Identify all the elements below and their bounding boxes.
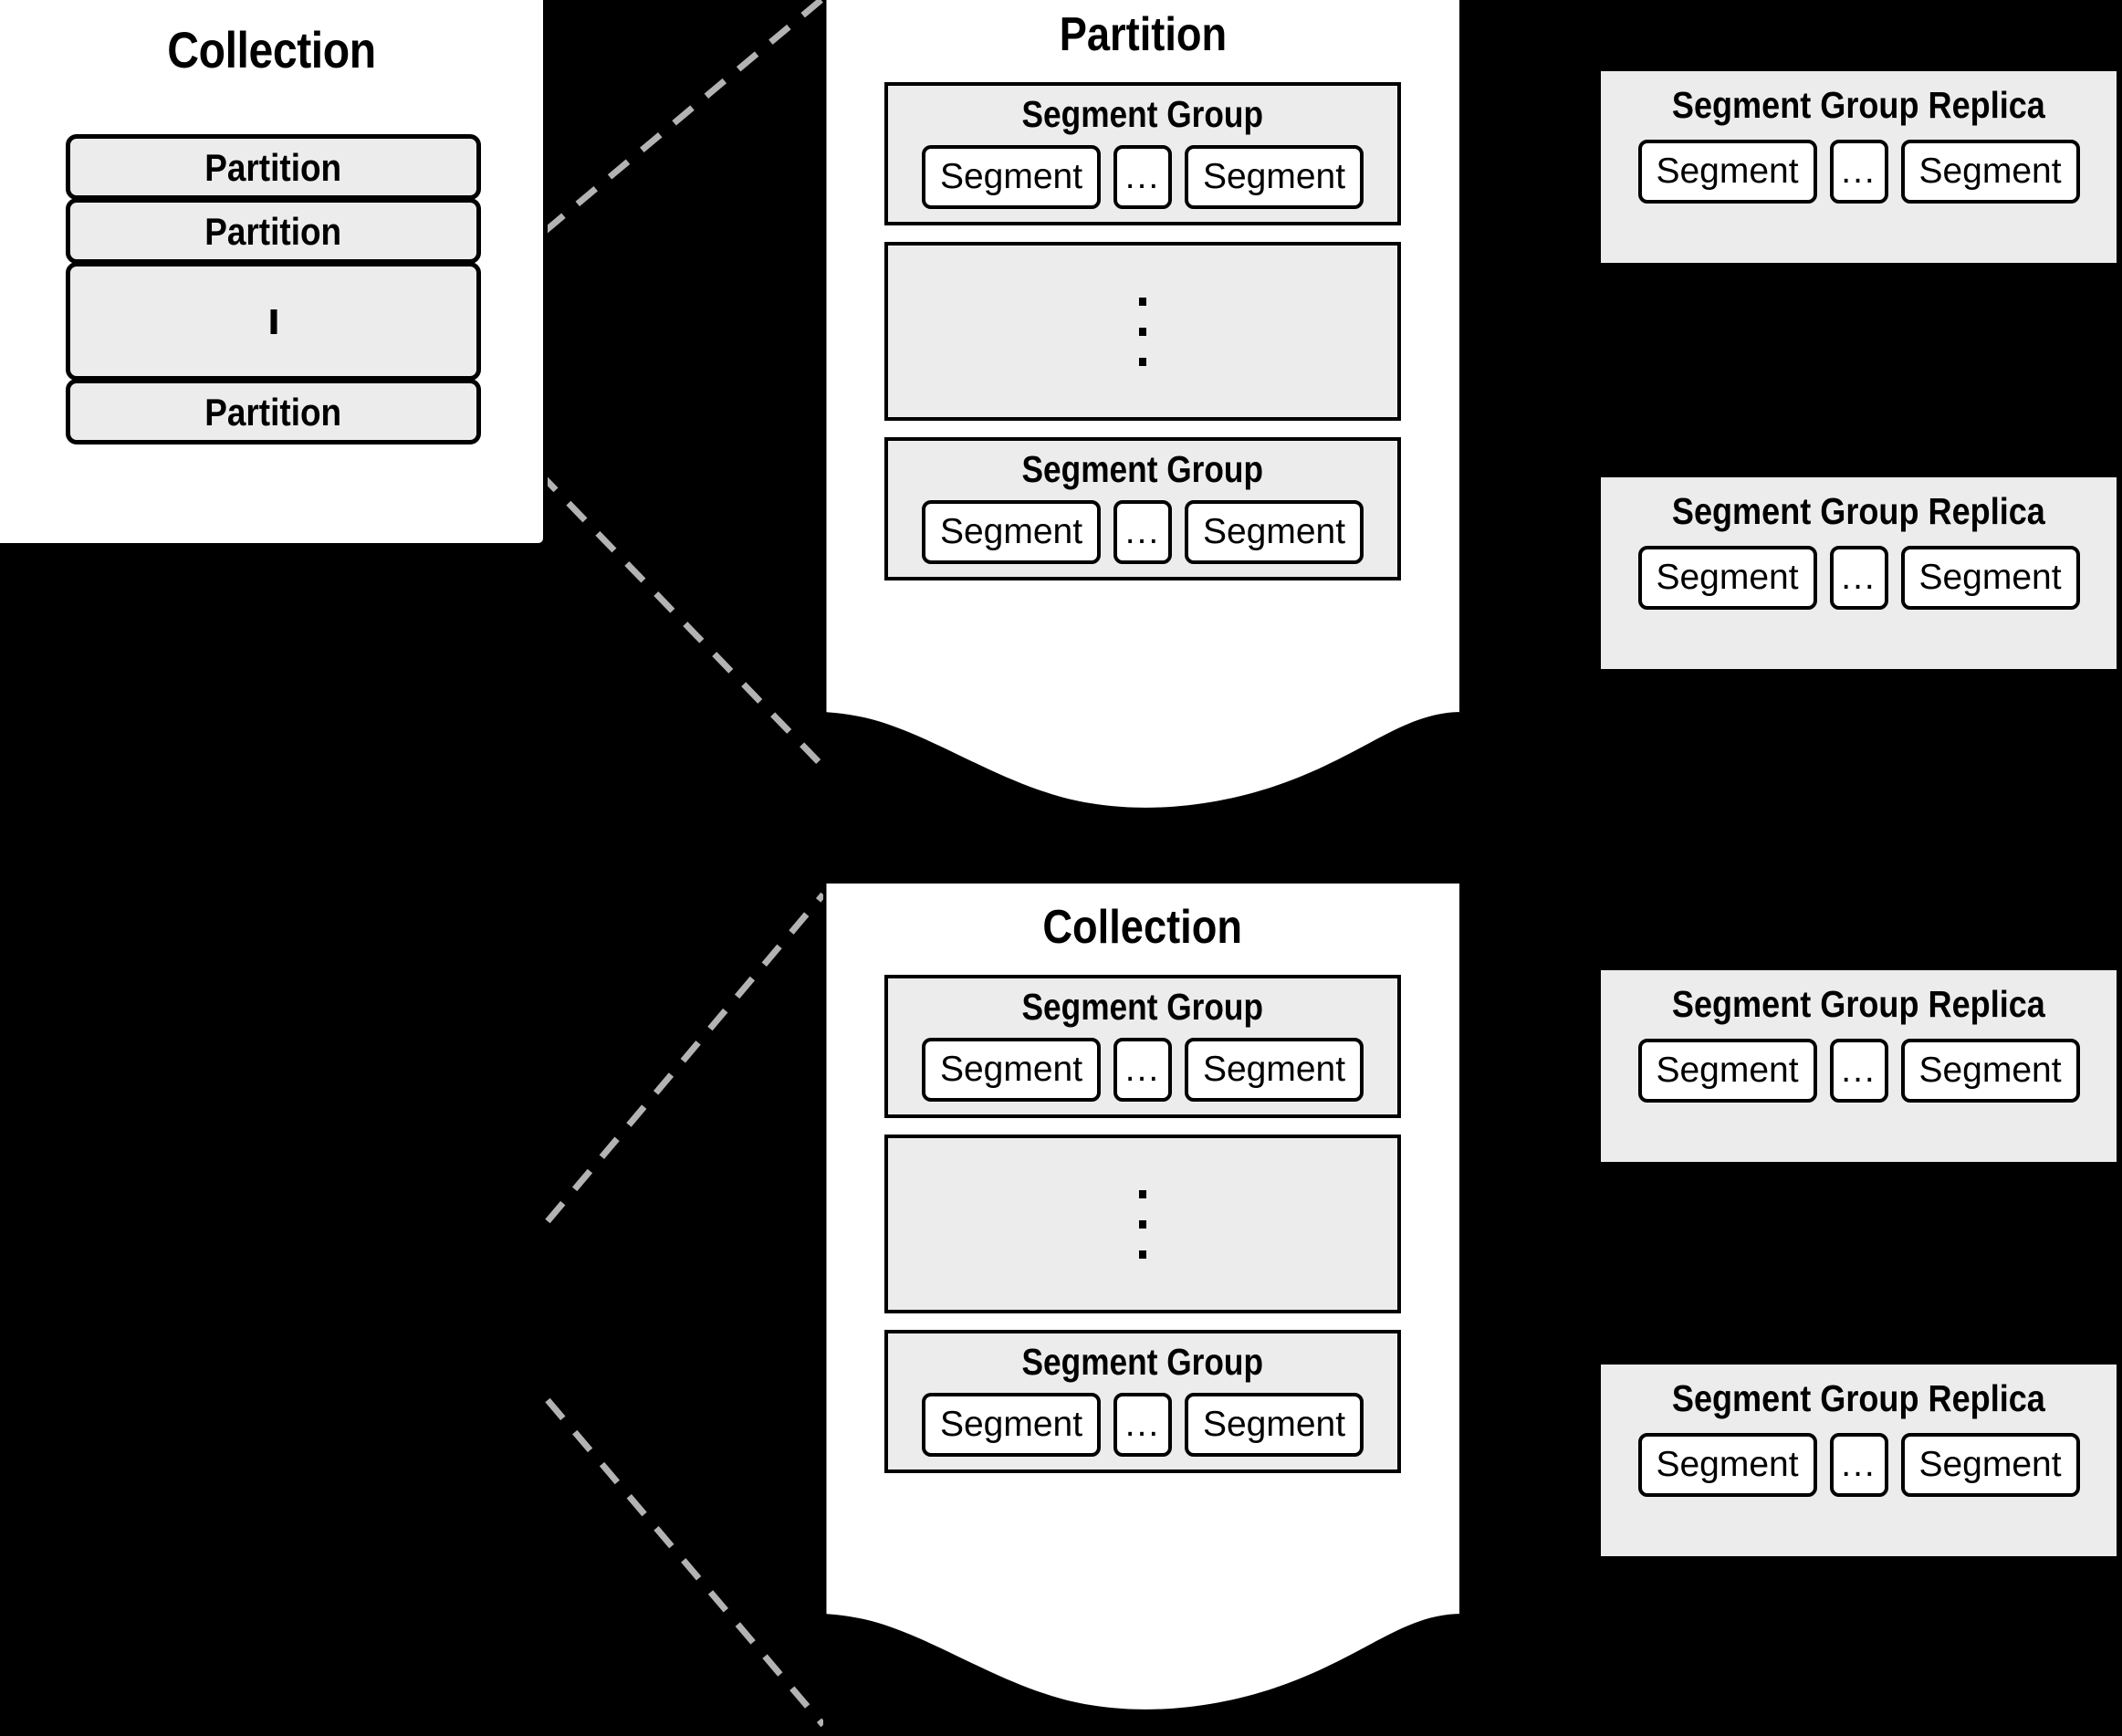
segment-group-replica-title: Segment Group Replica — [1671, 84, 2045, 126]
segment-group[interactable]: Segment Group Segment ... Segment — [884, 82, 1401, 225]
partition-detail-content: Partition Segment Group Segment ... Segm… — [823, 0, 1462, 580]
segment-ellipsis: ... — [1829, 140, 1888, 204]
collection-panel-title: Collection — [167, 21, 376, 78]
partition-list: Partition Partition Partition — [66, 134, 481, 444]
segment-ellipsis: ... — [1113, 1038, 1172, 1102]
segment-box[interactable]: Segment — [1900, 140, 2080, 204]
collection-detail-title: Collection — [1042, 901, 1243, 954]
segment-group-title: Segment Group — [1021, 93, 1264, 135]
vertical-ellipsis-icon — [1139, 297, 1146, 366]
segment-group-ellipsis — [884, 242, 1401, 421]
segment-row: Segment ... Segment — [888, 500, 1397, 564]
partition-detail-title: Partition — [1059, 8, 1227, 61]
segment-box[interactable]: Segment — [1185, 145, 1364, 209]
segment-ellipsis: ... — [1113, 145, 1172, 209]
segment-group-replica-title: Segment Group Replica — [1671, 490, 2045, 532]
collection-panel: Collection Partition Partition Partition — [0, 0, 548, 548]
segment-row: Segment ... Segment — [1601, 140, 2117, 204]
segment-group[interactable]: Segment Group Segment ... Segment — [884, 975, 1401, 1118]
segment-group-replica[interactable]: Segment Group Replica Segment ... Segmen… — [1601, 477, 2117, 669]
segment-group-replica-title: Segment Group Replica — [1671, 983, 2045, 1025]
segment-box[interactable]: Segment — [1185, 1393, 1364, 1457]
segment-row: Segment ... Segment — [888, 145, 1397, 209]
segment-group[interactable]: Segment Group Segment ... Segment — [884, 437, 1401, 580]
segment-group-title: Segment Group — [1021, 986, 1264, 1028]
segment-box[interactable]: Segment — [1637, 140, 1817, 204]
collection-detail-panel: Collection Segment Group Segment ... Seg… — [823, 884, 1462, 1736]
segment-row: Segment ... Segment — [1601, 1039, 2117, 1103]
vertical-ellipsis-icon — [269, 309, 277, 334]
vertical-ellipsis-icon — [1139, 1189, 1146, 1259]
segment-group-replica[interactable]: Segment Group Replica Segment ... Segmen… — [1601, 1365, 2117, 1556]
segment-box[interactable]: Segment — [922, 1038, 1101, 1102]
segment-ellipsis: ... — [1113, 1393, 1172, 1457]
collection-detail-content: Collection Segment Group Segment ... Seg… — [823, 884, 1462, 1473]
connector-collection-top — [545, 892, 826, 1224]
segment-box[interactable]: Segment — [922, 1393, 1101, 1457]
segment-box[interactable]: Segment — [1637, 546, 1817, 610]
segment-group-title: Segment Group — [1021, 448, 1264, 490]
segment-box[interactable]: Segment — [1185, 500, 1364, 564]
segment-ellipsis: ... — [1829, 546, 1888, 610]
segment-box[interactable]: Segment — [1637, 1039, 1817, 1103]
partition-ellipsis — [66, 262, 481, 381]
segment-box[interactable]: Segment — [1637, 1433, 1817, 1497]
segment-group-ellipsis — [884, 1135, 1401, 1313]
segment-box[interactable]: Segment — [1900, 1433, 2080, 1497]
connector-collection-bottom — [545, 1397, 826, 1728]
segment-row: Segment ... Segment — [1601, 1433, 2117, 1497]
segment-ellipsis: ... — [1829, 1433, 1888, 1497]
segment-box[interactable]: Segment — [1900, 546, 2080, 610]
segment-row: Segment ... Segment — [1601, 546, 2117, 610]
segment-group-title: Segment Group — [1021, 1341, 1264, 1383]
segment-group-replica[interactable]: Segment Group Replica Segment ... Segmen… — [1601, 970, 2117, 1162]
segment-box[interactable]: Segment — [1900, 1039, 2080, 1103]
segment-box[interactable]: Segment — [922, 500, 1101, 564]
segment-group-replica-title: Segment Group Replica — [1671, 1377, 2045, 1419]
segment-box[interactable]: Segment — [922, 145, 1101, 209]
segment-row: Segment ... Segment — [888, 1393, 1397, 1457]
partition-item-label: Partition — [204, 391, 342, 434]
partition-item-label: Partition — [204, 146, 342, 189]
segment-group[interactable]: Segment Group Segment ... Segment — [884, 1330, 1401, 1473]
partition-item[interactable]: Partition — [66, 198, 481, 264]
partition-item[interactable]: Partition — [66, 134, 481, 200]
segment-row: Segment ... Segment — [888, 1038, 1397, 1102]
segment-ellipsis: ... — [1113, 500, 1172, 564]
partition-detail-panel: Partition Segment Group Segment ... Segm… — [823, 0, 1462, 831]
partition-item-label: Partition — [204, 210, 342, 253]
partition-item[interactable]: Partition — [66, 379, 481, 444]
segment-box[interactable]: Segment — [1185, 1038, 1364, 1102]
segment-ellipsis: ... — [1829, 1039, 1888, 1103]
segment-group-replica[interactable]: Segment Group Replica Segment ... Segmen… — [1601, 71, 2117, 263]
